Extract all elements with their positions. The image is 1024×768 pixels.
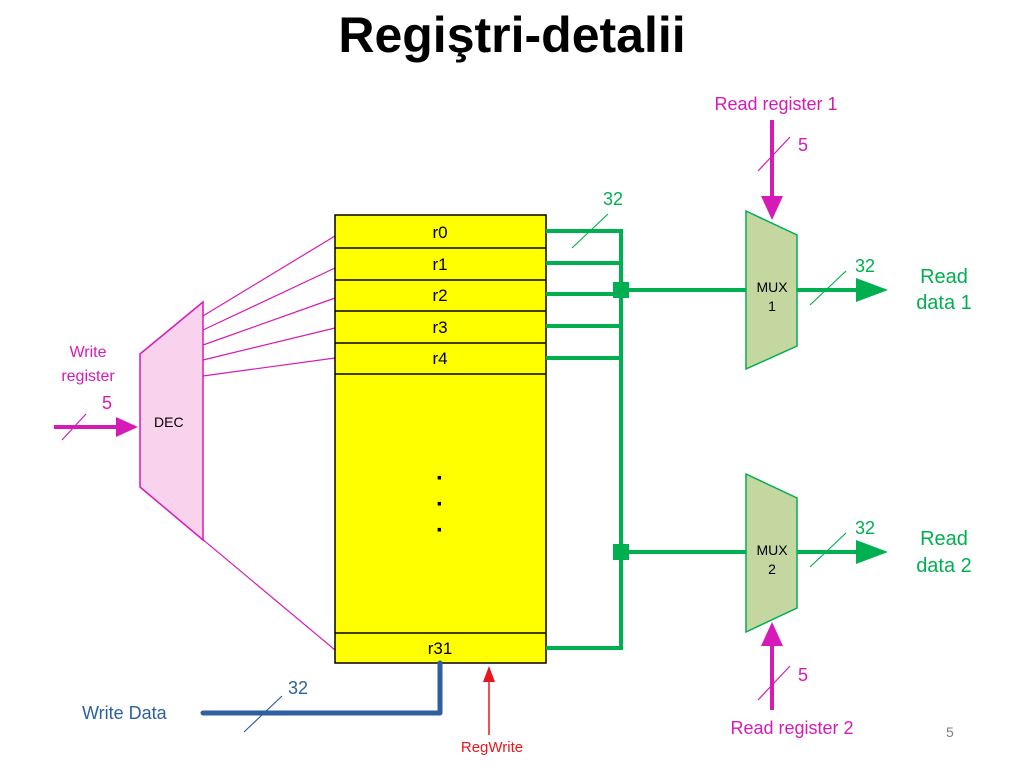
write-data-width: 32 [288, 678, 308, 698]
regwrite-arrow [483, 666, 495, 682]
read-data-1-line2: data 1 [916, 292, 972, 314]
read-register-1-width: 5 [798, 135, 808, 155]
register-r0: r0 [432, 223, 447, 242]
junction-dot-2 [613, 544, 629, 560]
ellipsis-dot-1: · [436, 465, 444, 492]
read-register-2-arrow [761, 622, 783, 646]
register-r3: r3 [432, 318, 447, 337]
read-data-2-line2: data 2 [916, 555, 972, 577]
write-data-label: Write Data [82, 703, 168, 723]
decoder-label: DEC [154, 414, 184, 430]
mux1-output-arrow [856, 278, 888, 302]
register-file [334, 214, 547, 664]
write-register-width: 5 [102, 393, 112, 413]
read-register-1-slash [757, 136, 791, 172]
read-register-1-arrow [761, 196, 783, 220]
mux2-label-line2: 2 [768, 561, 776, 577]
write-register-label-line1: Write [69, 344, 106, 361]
read-register-1-label: Read register 1 [714, 94, 837, 114]
write-data-bus [200, 660, 443, 716]
mux1-output-slash [809, 270, 847, 306]
decoder-block [139, 300, 204, 542]
register-r1: r1 [432, 255, 447, 274]
read-register-2-width: 5 [798, 665, 808, 685]
mux2-output-slash [809, 532, 847, 568]
bus-width-registers: 32 [603, 189, 623, 209]
read-data-2-line1: Read [920, 528, 968, 550]
mux1-output-width: 32 [855, 256, 875, 276]
register-r2: r2 [432, 286, 447, 305]
slide-number: 5 [946, 724, 954, 740]
mux2-output-arrow [856, 540, 888, 564]
regwrite-label: RegWrite [461, 739, 523, 756]
read-data-1-line1: Read [920, 266, 968, 288]
read-register-2-slash [757, 665, 791, 701]
ellipsis-dot-3: · [436, 517, 444, 544]
register-r31: r31 [428, 639, 453, 658]
write-data-slash [243, 695, 283, 733]
mux1-label-line2: 1 [768, 298, 776, 314]
write-register-input [54, 413, 138, 441]
mux2-label-line1: MUX [756, 542, 788, 558]
read-register-2-label: Read register 2 [730, 718, 853, 738]
register-output-buses [546, 229, 746, 650]
mux1-block [745, 209, 798, 371]
write-register-label-line2: register [61, 368, 115, 385]
bus-width-slash-registers [571, 213, 609, 249]
mux2-output-width: 32 [855, 518, 875, 538]
junction-dot-1 [613, 282, 629, 298]
ellipsis-dot-2: · [436, 491, 444, 518]
mux2-block [745, 472, 798, 634]
register-r4: r4 [432, 349, 447, 368]
slide-title: Regiştri-detalii [338, 7, 686, 63]
mux1-label-line1: MUX [756, 279, 788, 295]
